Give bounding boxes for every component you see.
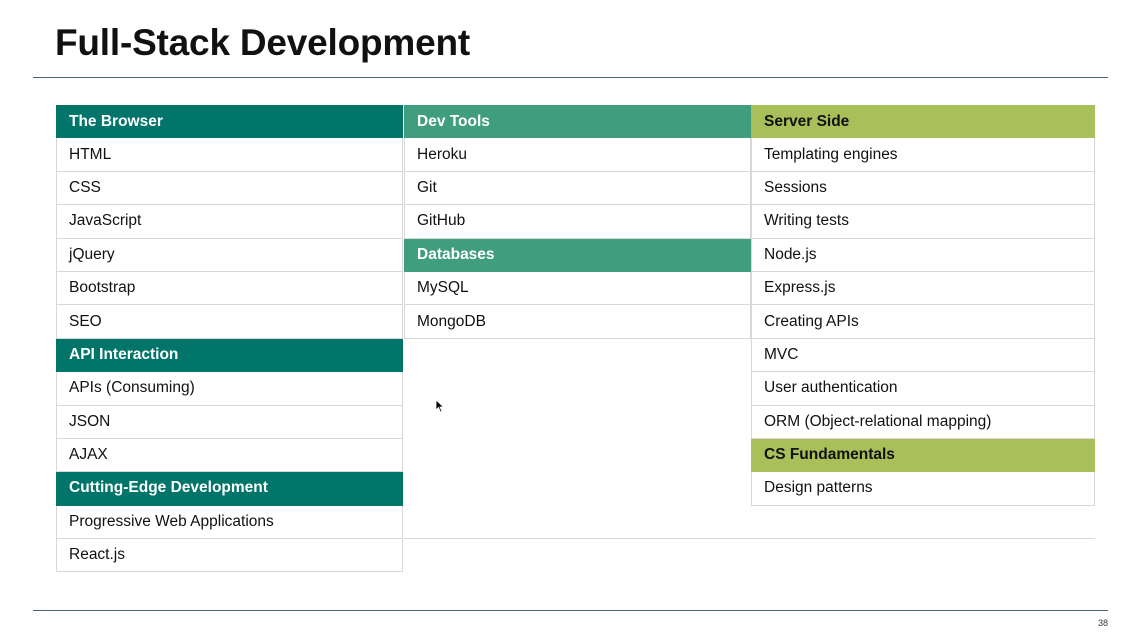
cell-css: CSS [56, 171, 403, 206]
cell-sessions: Sessions [751, 171, 1095, 206]
cell-json: JSON [56, 405, 403, 439]
cell-seo: SEO [56, 305, 403, 339]
header-databases: Databases [404, 238, 751, 272]
cell-writing-tests: Writing tests [751, 205, 1095, 239]
cell-reactjs: React.js [56, 539, 403, 573]
header-cutting-edge: Cutting-Edge Development [56, 472, 403, 506]
slide-title: Full-Stack Development [55, 22, 471, 63]
cell-mysql: MySQL [404, 271, 751, 306]
cell-jquery: jQuery [56, 238, 403, 272]
cell-github: GitHub [404, 205, 751, 239]
cell-html: HTML [56, 138, 403, 172]
top-divider [33, 77, 1108, 78]
cell-nodejs: Node.js [751, 238, 1095, 272]
cell-bootstrap: Bootstrap [56, 271, 403, 306]
cell-templating-engines: Templating engines [751, 138, 1095, 172]
page-number: 38 [1097, 618, 1108, 628]
bottom-divider [33, 610, 1108, 611]
cell-git: Git [404, 171, 751, 206]
column-server-side: Server Side Templating engines Sessions … [751, 105, 1095, 506]
cell-heroku: Heroku [404, 138, 751, 172]
cell-mongodb: MongoDB [404, 305, 751, 339]
header-server-side: Server Side [751, 105, 1095, 139]
header-cs-fundamentals: CS Fundamentals [751, 438, 1095, 473]
cell-pwa: Progressive Web Applications [56, 505, 403, 540]
cell-user-authentication: User authentication [751, 372, 1095, 406]
column-dev-tools: Dev Tools Heroku Git GitHub Databases My… [404, 105, 751, 339]
cell-ajax: AJAX [56, 438, 403, 473]
cell-expressjs: Express.js [751, 271, 1095, 306]
table-bottom-line [404, 538, 1095, 539]
cell-mvc: MVC [751, 338, 1095, 373]
mouse-pointer-icon [435, 399, 445, 413]
header-the-browser: The Browser [56, 105, 403, 139]
header-api-interaction: API Interaction [56, 338, 403, 373]
header-dev-tools: Dev Tools [404, 105, 751, 139]
cell-design-patterns: Design patterns [751, 472, 1095, 506]
cell-orm: ORM (Object-relational mapping) [751, 405, 1095, 439]
cell-creating-apis: Creating APIs [751, 305, 1095, 339]
cell-javascript: JavaScript [56, 205, 403, 239]
column-browser: The Browser HTML CSS JavaScript jQuery B… [56, 105, 403, 573]
cell-apis-consuming: APIs (Consuming) [56, 372, 403, 406]
